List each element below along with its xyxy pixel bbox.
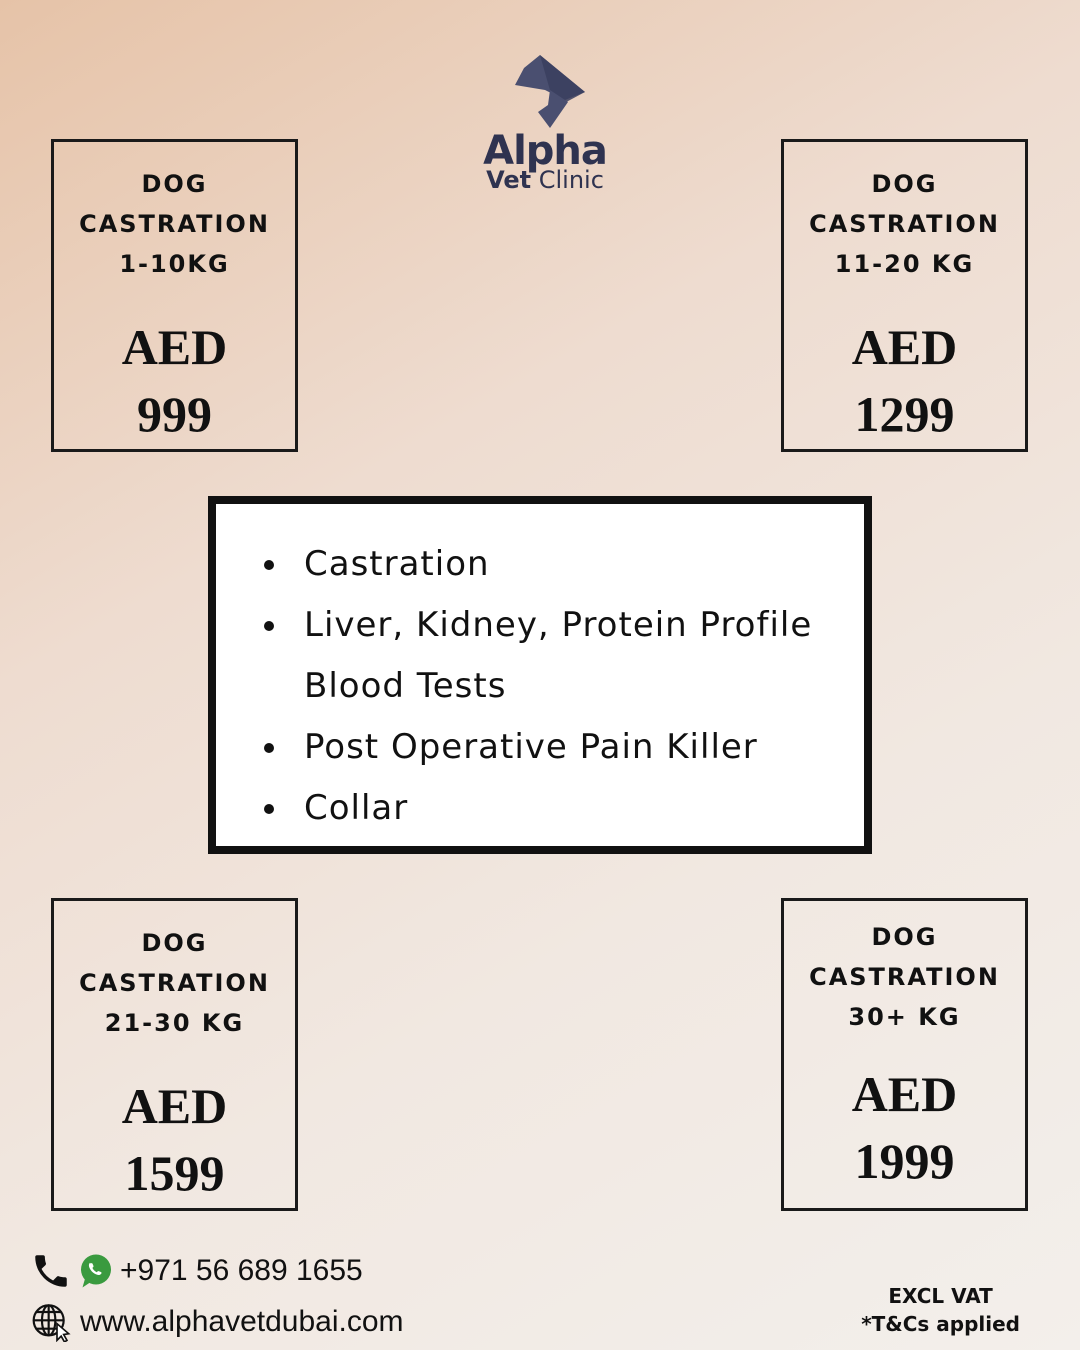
price-amount: 1299 xyxy=(854,386,955,442)
phone-icon xyxy=(35,1255,67,1287)
logo-mark-icon xyxy=(515,55,585,128)
list-item: Blood Tests xyxy=(304,666,507,706)
vat-note: EXCL VAT *T&Cs applied xyxy=(861,1284,1020,1336)
list-item: Collar xyxy=(264,778,864,839)
list-item: Castration xyxy=(264,534,864,595)
phone-contact: +971 56 689 1655 xyxy=(30,1250,363,1292)
logo-name: Alpha xyxy=(483,128,608,174)
phone-number[interactable]: +971 56 689 1655 xyxy=(120,1254,363,1287)
list-item: Post Operative Pain Killer xyxy=(264,717,864,778)
website-link[interactable]: www.alphavetdubai.com xyxy=(80,1305,404,1338)
price-amount: 1599 xyxy=(124,1145,225,1201)
list-item: Liver, Kidney, Protein Profile xyxy=(264,595,864,656)
logo-subtitle: Vet Clinic xyxy=(486,166,604,194)
website-contact: www.alphavetdubai.com xyxy=(30,1302,404,1342)
price-amount: 999 xyxy=(137,386,212,442)
whatsapp-icon xyxy=(81,1254,111,1288)
includes-box: Castration Liver, Kidney, Protein Profil… xyxy=(208,496,872,854)
price-amount: 1999 xyxy=(854,1133,955,1189)
clinic-logo: Alpha Vet Clinic xyxy=(470,50,620,194)
globe-icon xyxy=(32,1304,71,1342)
